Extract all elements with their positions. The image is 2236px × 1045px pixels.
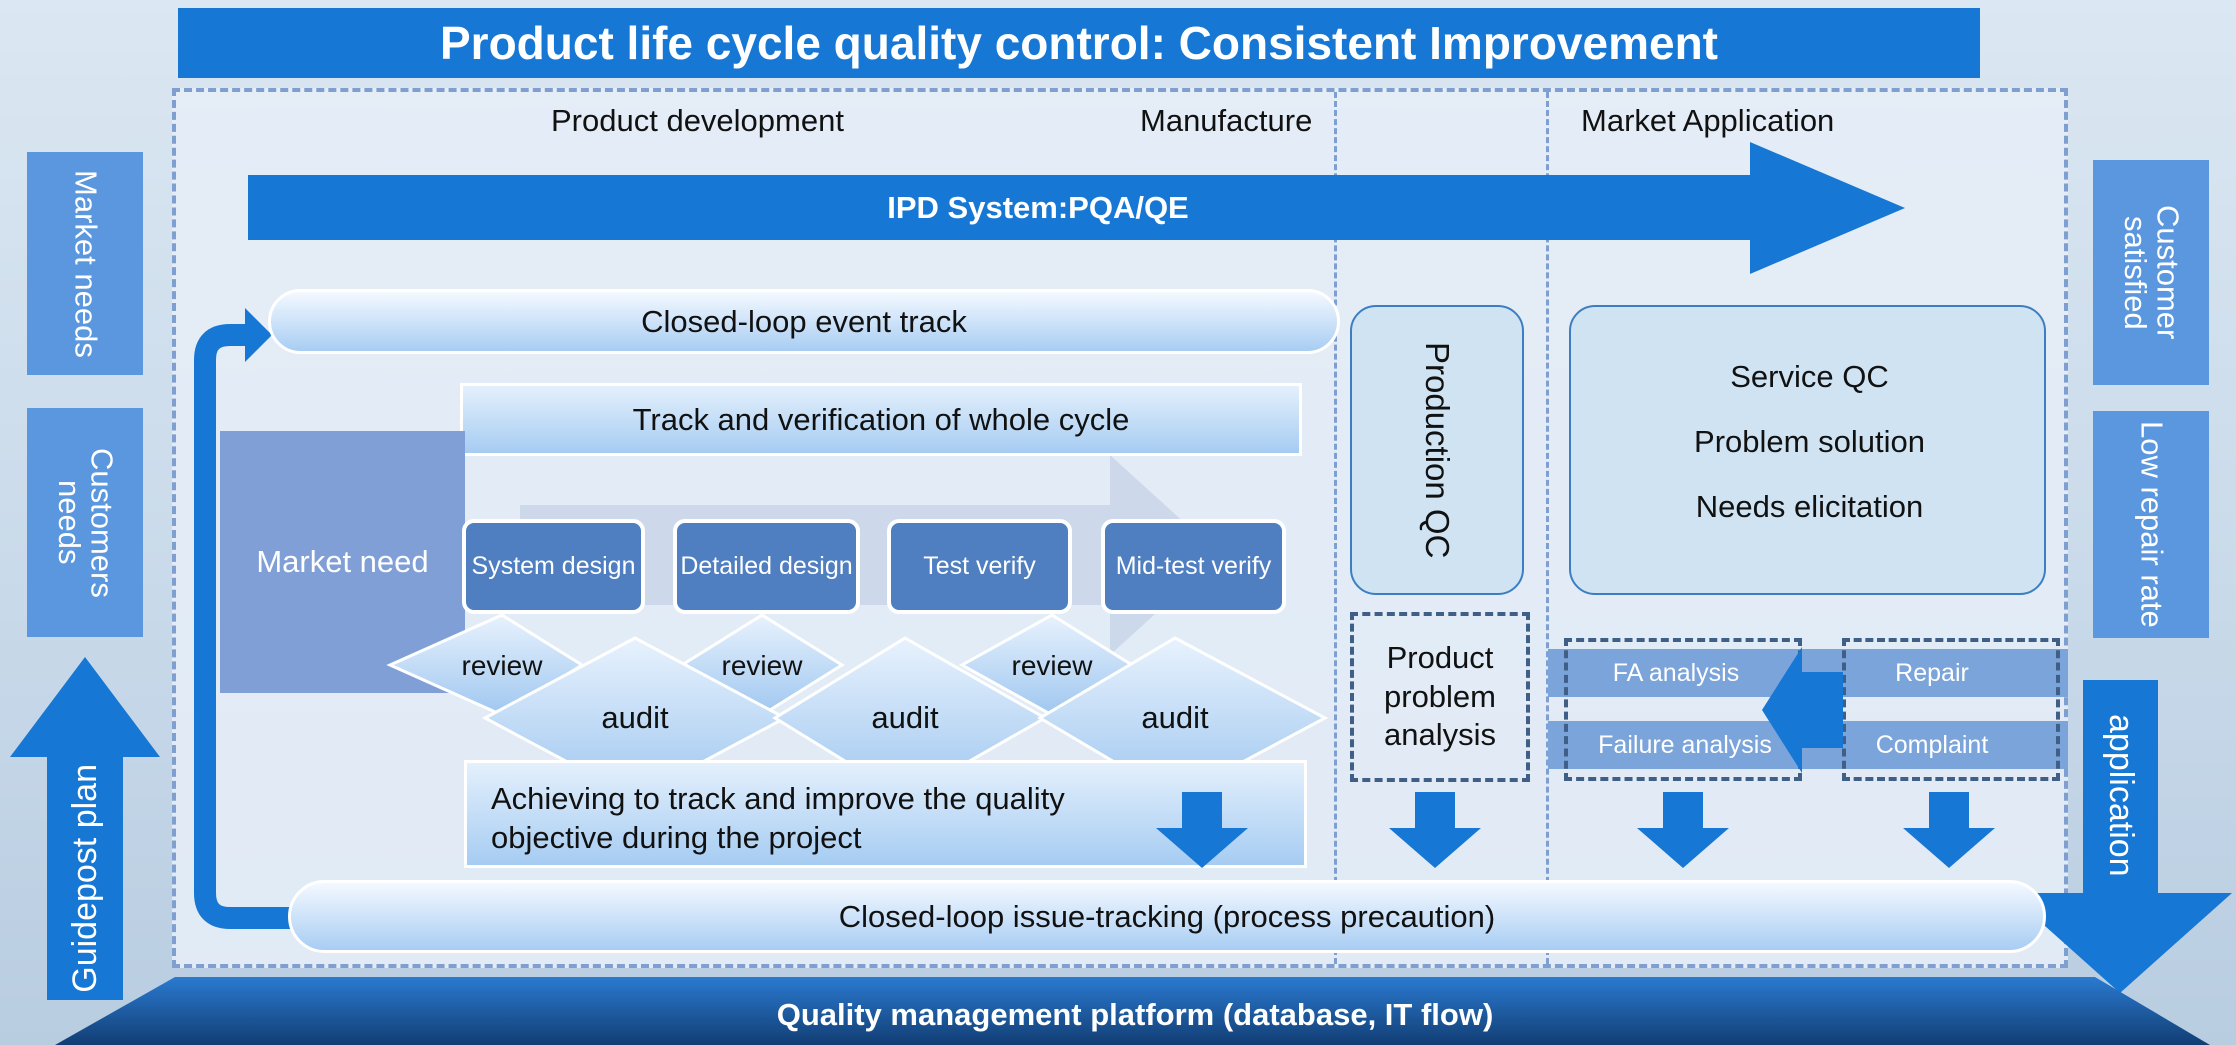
- stage-market: Market Application: [1581, 103, 1835, 138]
- stage-manufacture: Manufacture: [1140, 103, 1313, 138]
- low-repair-rate-label: Low repair rate: [2134, 421, 2170, 628]
- customers-needs-box: Customers needs: [27, 408, 143, 637]
- needs-elicitation-label: Needs elicitation: [1695, 489, 1924, 524]
- failure-analysis-label: Failure analysis: [1598, 730, 1772, 759]
- customer-satisfied-label: Customer satisfied: [2118, 205, 2186, 340]
- stage-development: Product development: [551, 103, 844, 138]
- repair-label: Repair: [1895, 658, 1969, 687]
- step-system-design: System design: [462, 519, 645, 614]
- closed-loop-event-track: Closed-loop event track: [268, 289, 1340, 354]
- production-qc-label: Production QC: [1419, 341, 1456, 559]
- down-arrow-product: [1389, 792, 1481, 868]
- problem-solution-label: Problem solution: [1694, 424, 1925, 459]
- down-arrow-failure: [1637, 792, 1729, 868]
- service-qc-label: Service QC: [1730, 359, 1889, 394]
- review-label-2: review: [721, 650, 803, 681]
- product-problem-analysis-box: Product problem analysis: [1350, 612, 1530, 782]
- review-label-3: review: [1011, 650, 1093, 681]
- application-box: application: [2083, 700, 2158, 890]
- down-arrow-achieving: [1156, 792, 1248, 868]
- divider-manufacture: [1334, 92, 1337, 964]
- repair-dashed-group: [1842, 638, 2060, 781]
- customer-satisfied-box: Customer satisfied: [2093, 160, 2209, 385]
- complaint-label: Complaint: [1875, 730, 1989, 759]
- market-application-box: Service QC Problem solution Needs elicit…: [1569, 305, 2046, 595]
- audit-label-1: audit: [601, 700, 669, 735]
- production-qc-box: Production QC: [1350, 305, 1524, 595]
- audit-label-3: audit: [1141, 700, 1209, 735]
- review-label-1: review: [461, 650, 543, 681]
- market-needs-box: Market needs: [27, 152, 143, 375]
- low-repair-rate-box: Low repair rate: [2093, 411, 2209, 638]
- fa-analysis-label: FA analysis: [1612, 658, 1740, 687]
- audit-label-2: audit: [871, 700, 939, 735]
- quality-platform-label: Quality management platform (database, I…: [776, 997, 1494, 1032]
- step-mid-test-verify: Mid-test verify: [1101, 519, 1286, 614]
- track-verification-box: Track and verification of whole cycle: [460, 383, 1302, 456]
- closed-loop-issue-tracking: Closed-loop issue-tracking (process prec…: [288, 880, 2046, 953]
- customers-needs-label: Customers needs: [52, 447, 120, 598]
- page-title: Product life cycle quality control: Cons…: [178, 8, 1980, 78]
- market-needs-label: Market needs: [68, 169, 104, 358]
- down-arrow-complaint: [1903, 792, 1995, 868]
- application-label: application: [2102, 713, 2140, 877]
- step-test-verify: Test verify: [887, 519, 1072, 614]
- ipd-system-label: IPD System:PQA/QE: [887, 189, 1189, 225]
- achieving-box: Achieving to track and improve the quali…: [464, 760, 1307, 868]
- step-detailed-design: Detailed design: [673, 519, 860, 614]
- divider-market: [1546, 92, 1549, 964]
